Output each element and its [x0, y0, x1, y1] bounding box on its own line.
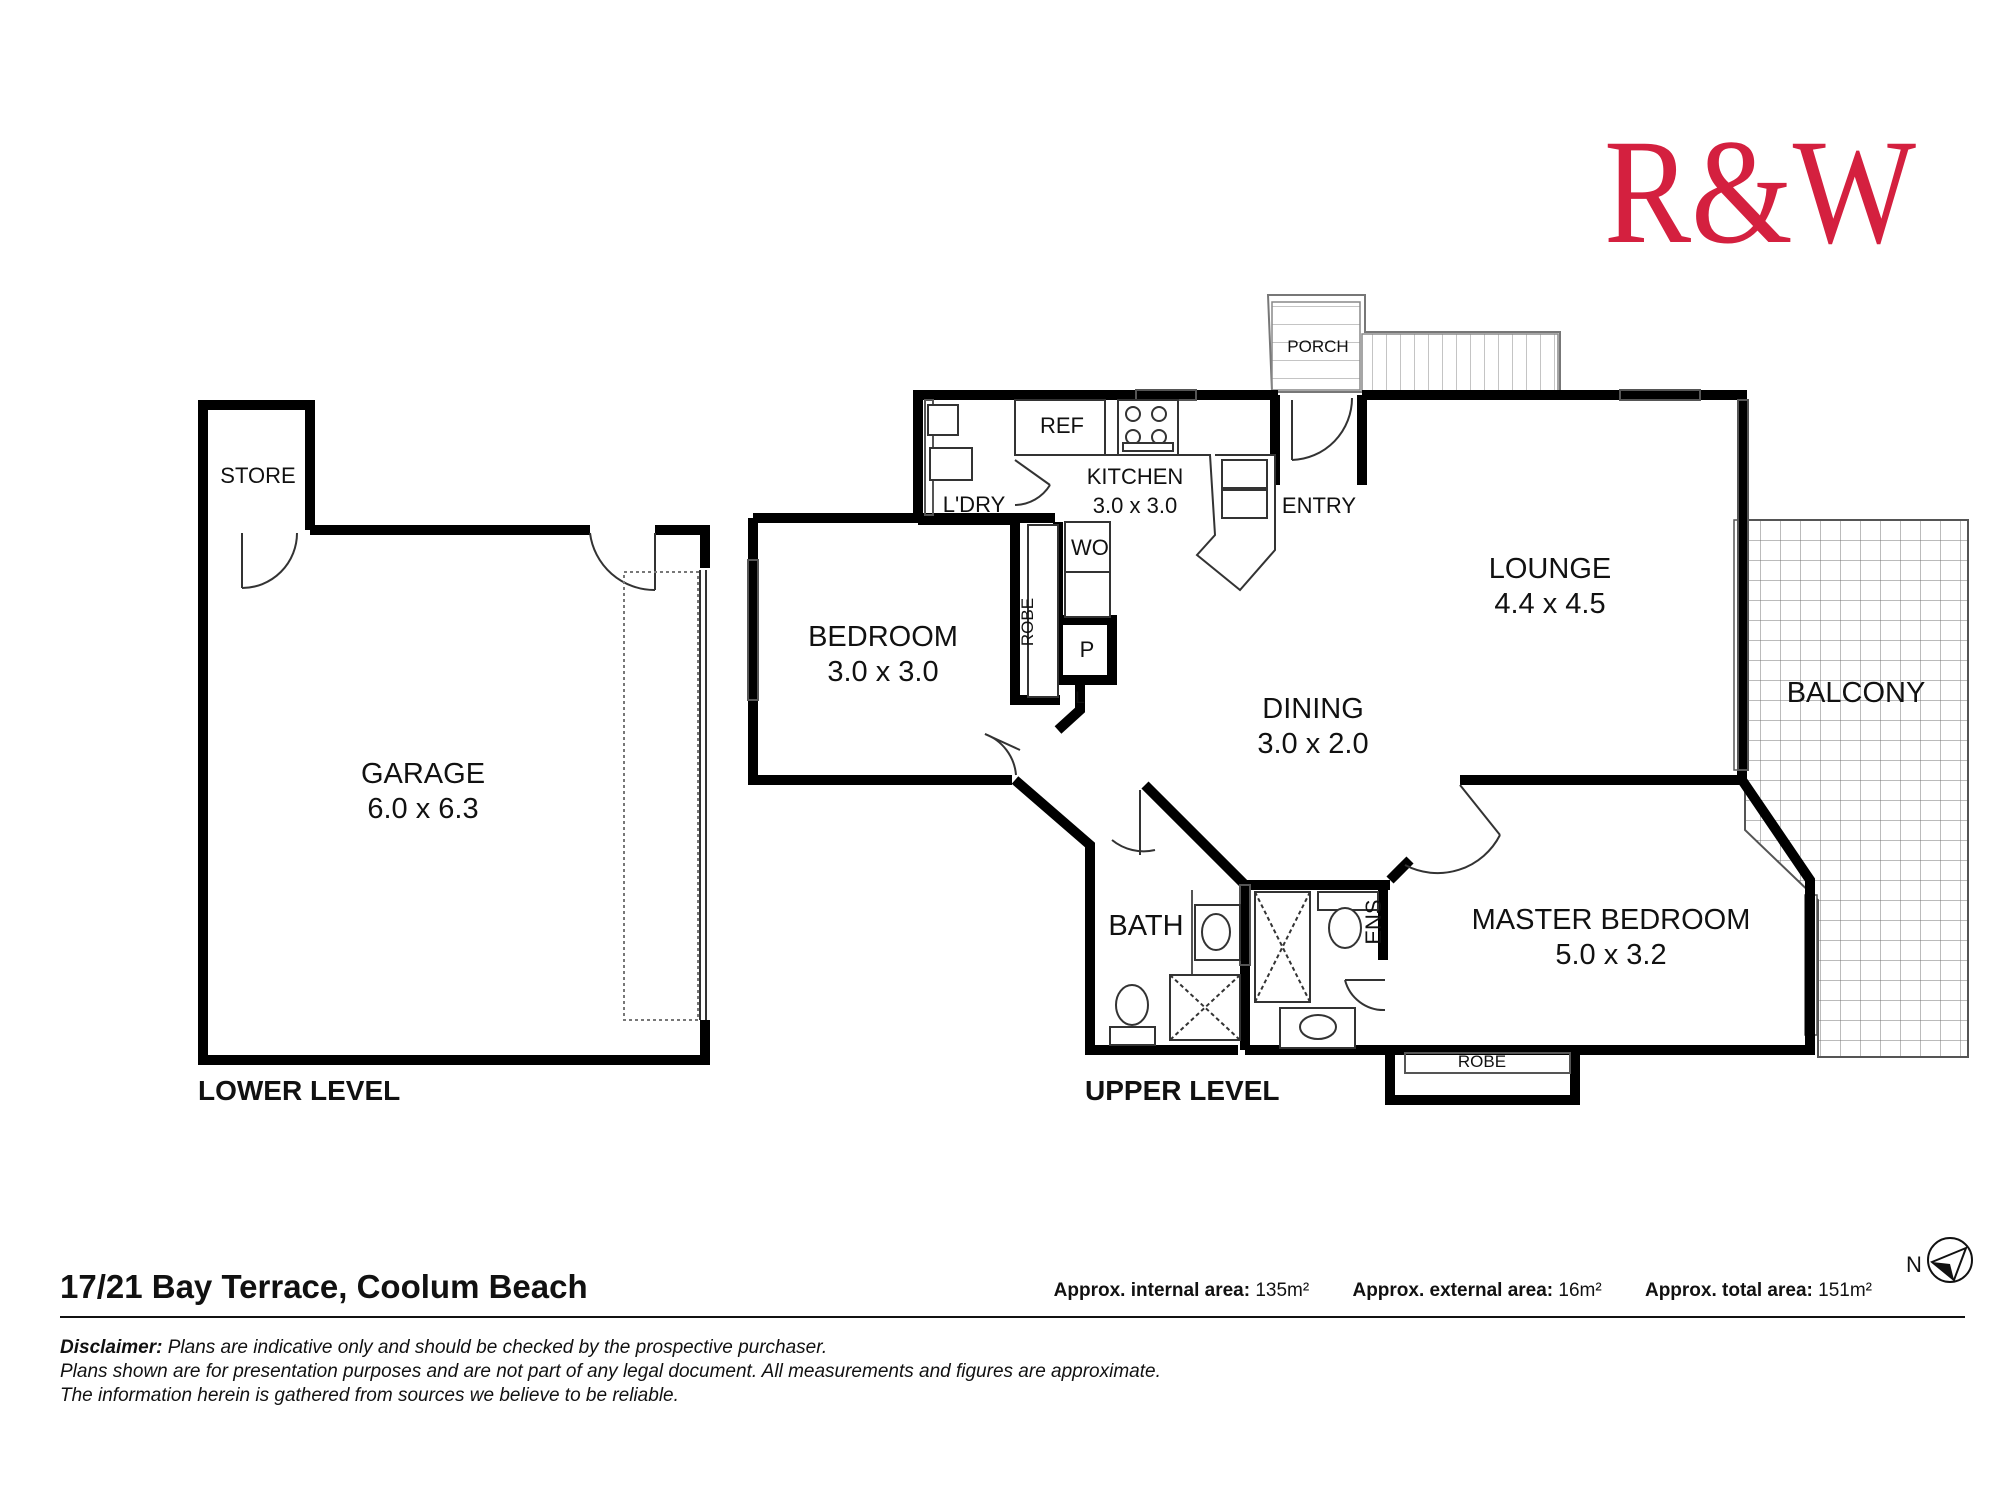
- internal-area-label: Approx. internal area:: [1053, 1280, 1251, 1301]
- porch-label: PORCH: [1287, 337, 1348, 356]
- disclaimer-line-3: The information herein is gathered from …: [60, 1385, 679, 1406]
- kitchen-label: KITCHEN: [1087, 464, 1184, 489]
- balcony-label: BALCONY: [1787, 677, 1926, 709]
- lower-level: STORE GARAGE 6.0 x 6.3 LOWER LEVEL: [198, 400, 710, 1106]
- upper-walls: [748, 390, 1815, 1105]
- kitchen-fixtures: [927, 399, 1276, 698]
- bath-fixtures: [1109, 891, 1379, 1049]
- garage-walls: [198, 525, 710, 1065]
- store-door: [241, 532, 298, 589]
- dining-label: DINING: [1262, 693, 1364, 725]
- total-area-label: Approx. total area:: [1644, 1280, 1813, 1301]
- ens-label: ENS: [1361, 899, 1386, 944]
- ref-label: REF: [1040, 413, 1084, 438]
- store-room: [198, 400, 315, 530]
- master-robe-label: ROBE: [1458, 1052, 1506, 1071]
- external-area-label: Approx. external area:: [1352, 1280, 1554, 1301]
- disclaimer: Disclaimer: Plans are indicative only an…: [60, 1336, 1161, 1408]
- footer-divider: [60, 1316, 1965, 1318]
- floor-plan: R&W STORE GARAGE 6.0 x 6.3: [198, 109, 1969, 1106]
- north-letter: N: [1906, 1252, 1922, 1277]
- kitchen-size: 3.0 x 3.0: [1093, 493, 1177, 518]
- lower-level-label: LOWER LEVEL: [198, 1075, 400, 1106]
- laundry-label: L'DRY: [943, 492, 1006, 517]
- dining-size: 3.0 x 2.0: [1257, 728, 1368, 760]
- internal-area: Approx. internal area: 135m²: [1054, 1280, 1310, 1301]
- total-area-value: 151m²: [1818, 1280, 1872, 1301]
- property-address: 17/21 Bay Terrace, Coolum Beach: [60, 1268, 588, 1305]
- disclaimer-line-2: Plans shown are for presentation purpose…: [60, 1361, 1161, 1382]
- lounge-size: 4.4 x 4.5: [1494, 588, 1605, 620]
- garage-label: GARAGE: [361, 758, 485, 790]
- master-bedroom-size: 5.0 x 3.2: [1555, 939, 1666, 971]
- entry-label: ENTRY: [1282, 493, 1356, 518]
- lounge-label: LOUNGE: [1489, 553, 1611, 585]
- disclaimer-label: Disclaimer:: [60, 1337, 163, 1358]
- porch: [1266, 294, 1561, 393]
- garage-side-door: [589, 532, 656, 592]
- master-bedroom-label: MASTER BEDROOM: [1472, 904, 1751, 936]
- bedroom-size: 3.0 x 3.0: [827, 656, 938, 688]
- upper-doors: [984, 397, 1501, 1012]
- garage-size: 6.0 x 6.3: [367, 793, 478, 825]
- brand-logo: R&W: [1604, 109, 1916, 275]
- bedroom-robe-label: ROBE: [1018, 598, 1037, 646]
- upper-level: PORCH REF ENTRY KITCHEN 3.0 x 3.0 L'DRY …: [747, 294, 1969, 1106]
- external-area: Approx. external area: 16m²: [1352, 1280, 1601, 1301]
- linen-label: L: [1075, 688, 1084, 707]
- bath-label: BATH: [1108, 910, 1183, 942]
- upper-level-label: UPPER LEVEL: [1085, 1075, 1279, 1106]
- bedroom-label: BEDROOM: [808, 621, 958, 653]
- pantry-label: P: [1080, 637, 1095, 662]
- store-label: STORE: [220, 463, 295, 488]
- disclaimer-text-1: Plans are indicative only and should be …: [167, 1337, 828, 1358]
- area-summary: Approx. internal area: 135m² Approx. ext…: [1016, 1280, 1872, 1302]
- north-compass-icon: N: [1906, 1237, 1973, 1283]
- internal-area-value: 135m²: [1255, 1280, 1310, 1301]
- disclaimer-line-1: Disclaimer: Plans are indicative only an…: [60, 1336, 1161, 1360]
- total-area: Approx. total area: 151m²: [1645, 1280, 1872, 1301]
- wo-label: WO: [1071, 535, 1109, 560]
- external-area-value: 16m²: [1558, 1280, 1602, 1301]
- garage-roller-door: [623, 570, 707, 1021]
- balcony: [1733, 519, 1969, 1058]
